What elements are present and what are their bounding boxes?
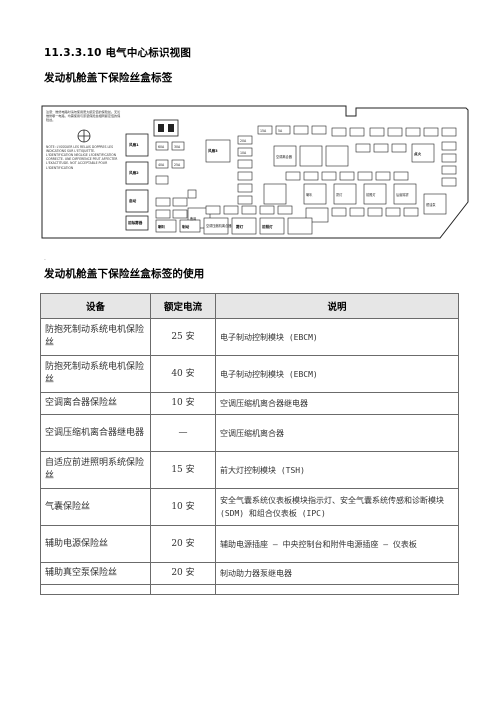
table-title: 发动机舱盖下保险丝盒标签的使用 <box>44 268 205 280</box>
relay-label: 风扇3 <box>208 148 218 153</box>
column-header-description: 说明 <box>215 293 459 319</box>
diagram-note-cn: 注意：维修电路时请勿使用更大额定值的保险丝。无论维修哪一电路，均需使用与原装保险… <box>46 110 121 123</box>
left-relay-column: 风扇1 风扇2 启动 前除雾器 <box>125 133 149 231</box>
table-row: 空调压缩机离合器继电器—空调压缩机离合器 <box>40 414 459 452</box>
column-header-rating: 额定电流 <box>150 293 216 319</box>
fuse-rating: 60A <box>158 145 165 149</box>
fuse-rating: 5A <box>278 129 283 133</box>
relay-label: 启动 <box>129 198 137 203</box>
fuse-rating: 25A <box>174 163 181 167</box>
cell-device: 气囊保险丝 <box>40 488 151 526</box>
cell-rating: 40 安 <box>150 355 216 393</box>
cell-description: 空调压缩机离合器继电器 <box>215 392 459 415</box>
cell-device: 防抱死制动系统电机保险丝 <box>40 318 151 356</box>
cell-rating: — <box>150 414 216 452</box>
stray-mark: . <box>44 255 46 262</box>
relay-label: 喇叭 <box>158 224 166 229</box>
relay-label: 空调离合器 <box>276 154 293 159</box>
cell-device <box>40 584 151 595</box>
relay-label: 前除雾器 <box>128 220 143 225</box>
cell-description: 辅助电源插座 – 中央控制台和附件电源插座 – 仪表板 <box>215 525 459 563</box>
cell-rating: 10 安 <box>150 488 216 526</box>
relay-label: 喇叭 <box>306 192 313 197</box>
relay-label: 雾灯 <box>235 224 244 229</box>
fuse-box-diagram: 注意：维修电路时请勿使用更大额定值的保险丝。无论维修哪一电路，均需使用与原装保险… <box>38 98 473 248</box>
cell-device: 防抱死制动系统电机保险丝 <box>40 355 151 393</box>
relay-label: 制动 <box>182 224 190 229</box>
cell-rating: 20 安 <box>150 562 216 585</box>
fuse-rating: 30A <box>174 145 181 149</box>
fuse-rating: 40A <box>158 163 165 167</box>
relay-label: 雾灯 <box>336 192 343 197</box>
cell-device: 空调压缩机离合器继电器 <box>40 414 151 452</box>
table-header-row: 设备 额定电流 说明 <box>40 293 459 319</box>
cell-description: 电子制动控制模块 (EBCM) <box>215 355 459 393</box>
cell-description: 前大灯控制模块 (TSH) <box>215 451 459 489</box>
diagram-note-en: NOTE: L'ISSSUER LES RELAIS DOPPRES LES I… <box>46 144 118 170</box>
relay-label: 前照灯 <box>262 224 273 229</box>
section-heading: 11.3.3.10 电气中心标识视图 <box>44 47 192 59</box>
cell-rating: 10 安 <box>150 392 216 415</box>
fuse-rating: 10A <box>240 151 247 155</box>
cell-rating: 20 安 <box>150 525 216 563</box>
cell-description: 安全气囊系统仪表板模块指示灯、安全气囊系统传感和诊断模块 (SDM) 和组合仪表… <box>215 488 459 526</box>
cell-rating <box>150 584 216 595</box>
cell-device: 空调离合器保险丝 <box>40 392 151 415</box>
cell-description: 电子制动控制模块 (EBCM) <box>215 318 459 356</box>
fuse-rating: 20A <box>240 139 247 143</box>
table-row <box>40 584 459 595</box>
cell-device: 辅助电源保险丝 <box>40 525 151 563</box>
cell-rating: 15 安 <box>150 451 216 489</box>
relay-label: 风扇2 <box>129 170 139 175</box>
cell-description: 制动助力器泵继电器 <box>215 562 459 585</box>
cell-device: 辅助真空泵保险丝 <box>40 562 151 585</box>
cell-description <box>215 584 459 595</box>
relay-label: 燃油泵 <box>426 202 436 207</box>
relay-label: 风扇1 <box>129 142 139 147</box>
relay-label: 空调压缩机离合器 <box>206 223 232 228</box>
cell-description: 空调压缩机离合器 <box>215 414 459 452</box>
spare-label: 备用 <box>190 216 196 221</box>
relay-label: 前照灯 <box>366 192 376 197</box>
column-header-device: 设备 <box>40 293 151 319</box>
relay-label: 后窗除雾 <box>396 192 410 197</box>
cell-device: 自适应前进照明系统保险丝 <box>40 451 151 489</box>
fuse-rating: 15A <box>260 129 267 133</box>
relay-label: 点火 <box>414 151 422 156</box>
fuse-label-title: 发动机舱盖下保险丝盒标签 <box>44 72 173 84</box>
cell-rating: 25 安 <box>150 318 216 356</box>
